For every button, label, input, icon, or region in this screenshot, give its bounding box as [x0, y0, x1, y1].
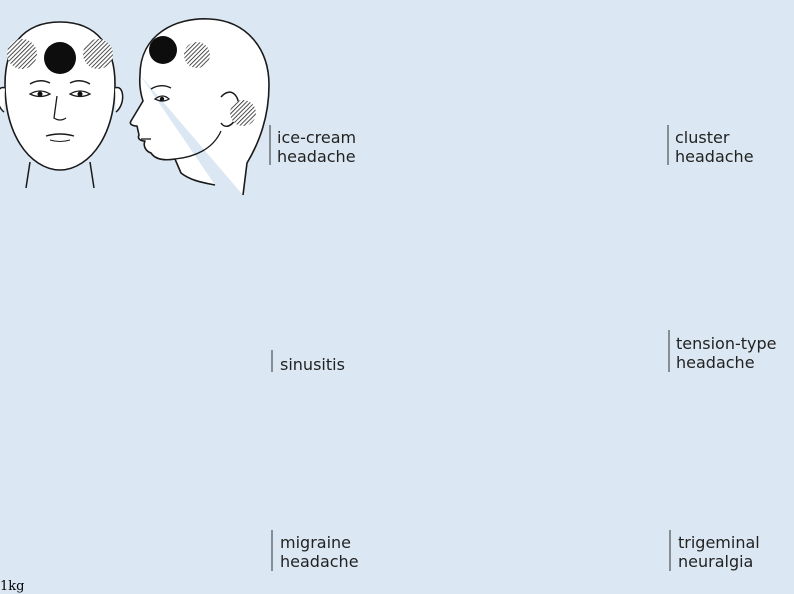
label-ice-cream-headache: ice-cream headache	[277, 128, 356, 166]
label-sinusitis: sinusitis	[280, 355, 345, 374]
headache-diagram: 1kg ice-cream	[0, 0, 794, 571]
label-cluster-headache: cluster headache	[675, 128, 754, 166]
pain-spot-left	[7, 39, 37, 69]
label-migraine-headache: migraine headache	[280, 533, 359, 571]
weight-icon: 1kg	[0, 575, 24, 594]
label-tension-type-headache: tension-type headache	[676, 334, 776, 372]
pain-spot-right	[83, 39, 113, 69]
ice-cream-profile-head	[130, 19, 269, 195]
pain-spot-center	[44, 42, 76, 74]
diagram-canvas	[0, 0, 794, 571]
label-trigeminal-neuralgia: trigeminal neuralgia	[678, 533, 760, 571]
ice-cream-front-head	[0, 22, 123, 188]
weight-label: 1kg	[0, 579, 24, 594]
